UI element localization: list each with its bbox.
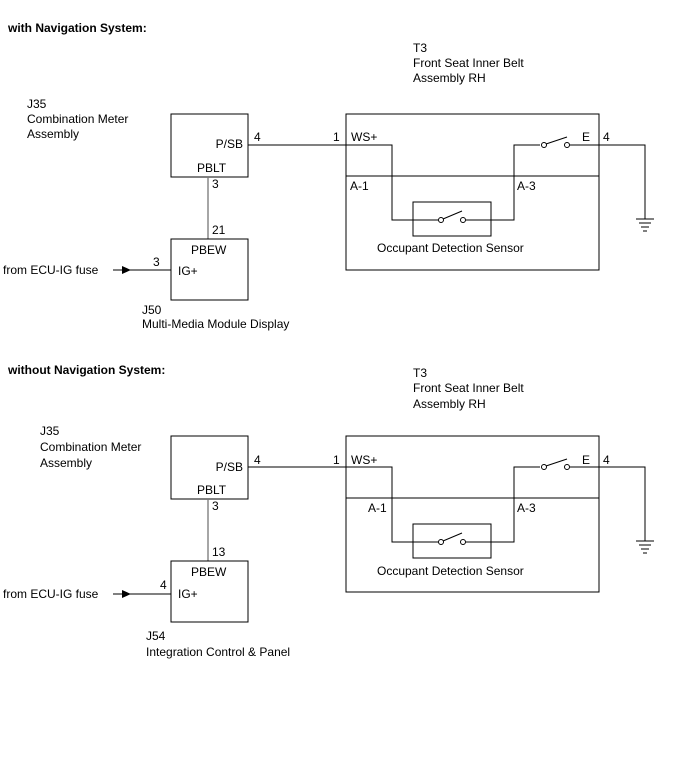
meter-box (170, 435, 249, 500)
belt-code: T3 (413, 41, 427, 55)
section-without-navigation: without Navigation System: J35 Combinati… (3, 363, 654, 659)
unit-pin-pbew-number: 13 (212, 545, 226, 559)
fuse-arrow-icon (122, 590, 131, 598)
meter-pin-pblt: PBLT (197, 483, 227, 497)
seat-belt-assembly-t3: T3 Front Seat Inner Belt Assembly RH 1 W… (333, 41, 610, 271)
unit-name: Integration Control & Panel (146, 645, 290, 659)
internal-wire-ws (346, 144, 413, 221)
sensor-switch-icon (413, 210, 491, 223)
ground-wire (599, 466, 646, 541)
fuse-label: from ECU-IG fuse (3, 587, 99, 601)
fuse-arrow-icon (122, 266, 131, 274)
internal-wire-ws (346, 466, 413, 543)
seat-belt-assembly-t3: T3 Front Seat Inner Belt Assembly RH 1 W… (333, 366, 610, 593)
belt-code: T3 (413, 366, 427, 380)
belt-pin-ws-number: 1 (333, 453, 340, 467)
belt-pin-ws: WS+ (351, 130, 377, 144)
unit-pin-ig-number: 3 (153, 255, 160, 269)
meter-pin-pblt-number: 3 (212, 499, 219, 513)
ground-icon (636, 218, 654, 232)
unit-name: Multi-Media Module Display (142, 317, 289, 331)
belt-terminal-a1: A-1 (368, 501, 387, 515)
belt-pin-e-number: 4 (603, 453, 610, 467)
unit-box (170, 238, 249, 301)
meter-name-line1: Combination Meter (27, 112, 128, 126)
sensor-switch-icon (413, 532, 491, 545)
belt-name-line1: Front Seat Inner Belt (413, 381, 524, 395)
meter-name-line1: Combination Meter (40, 440, 141, 454)
unit-pin-ig-number: 4 (160, 578, 167, 592)
meter-code: J35 (27, 97, 47, 111)
unit-pin-pbew: PBEW (191, 243, 227, 257)
belt-name-line2: Assembly RH (413, 397, 486, 411)
multimedia-module-j50: 21 PBEW IG+ 3 J50 Multi-Media Module Dis… (142, 223, 289, 331)
belt-pin-e: E (582, 453, 590, 467)
belt-terminal-a1: A-1 (350, 179, 369, 193)
unit-pin-pbew: PBEW (191, 565, 227, 579)
sensor-label: Occupant Detection Sensor (377, 564, 524, 578)
unit-box (170, 560, 249, 623)
ground-wire (599, 144, 646, 219)
belt-name-line1: Front Seat Inner Belt (413, 56, 524, 70)
unit-code: J50 (142, 303, 162, 317)
section-heading: without Navigation System: (7, 363, 165, 377)
belt-switch-icon (541, 136, 570, 148)
meter-pin-psb-number: 4 (254, 130, 261, 144)
unit-pin-pbew-number: 21 (212, 223, 226, 237)
sensor-label: Occupant Detection Sensor (377, 241, 524, 255)
unit-pin-ig: IG+ (178, 587, 198, 601)
integration-control-j54: 13 PBEW IG+ 4 J54 Integration Control & … (146, 545, 290, 659)
sensor-box (412, 523, 492, 559)
meter-box (170, 113, 249, 178)
belt-pin-ws-number: 1 (333, 130, 340, 144)
ground-icon (636, 540, 654, 554)
meter-pin-pblt-number: 3 (212, 177, 219, 191)
unit-code: J54 (146, 629, 166, 643)
meter-name-line2: Assembly (27, 127, 79, 141)
belt-terminal-a3: A-3 (517, 179, 536, 193)
meter-pin-psb-number: 4 (254, 453, 261, 467)
section-with-navigation: with Navigation System: J35 Combination … (3, 21, 654, 331)
combination-meter-j35: J35 Combination Meter Assembly P/SB PBLT… (27, 97, 261, 191)
belt-terminal-a3: A-3 (517, 501, 536, 515)
section-heading: with Navigation System: (7, 21, 147, 35)
unit-pin-ig: IG+ (178, 264, 198, 278)
internal-wire-a3 (491, 144, 540, 221)
meter-pin-psb: P/SB (216, 460, 243, 474)
sensor-box (412, 201, 492, 237)
belt-pin-e: E (582, 130, 590, 144)
combination-meter-j35: J35 Combination Meter Assembly P/SB PBLT… (40, 424, 261, 513)
meter-pin-psb: P/SB (216, 137, 243, 151)
fuse-label: from ECU-IG fuse (3, 263, 99, 277)
meter-pin-pblt: PBLT (197, 161, 227, 175)
meter-code: J35 (40, 424, 60, 438)
belt-pin-ws: WS+ (351, 453, 377, 467)
belt-switch-icon (541, 458, 570, 470)
belt-pin-e-number: 4 (603, 130, 610, 144)
meter-name-line2: Assembly (40, 456, 92, 470)
internal-wire-a3 (491, 466, 540, 543)
belt-name-line2: Assembly RH (413, 71, 486, 85)
